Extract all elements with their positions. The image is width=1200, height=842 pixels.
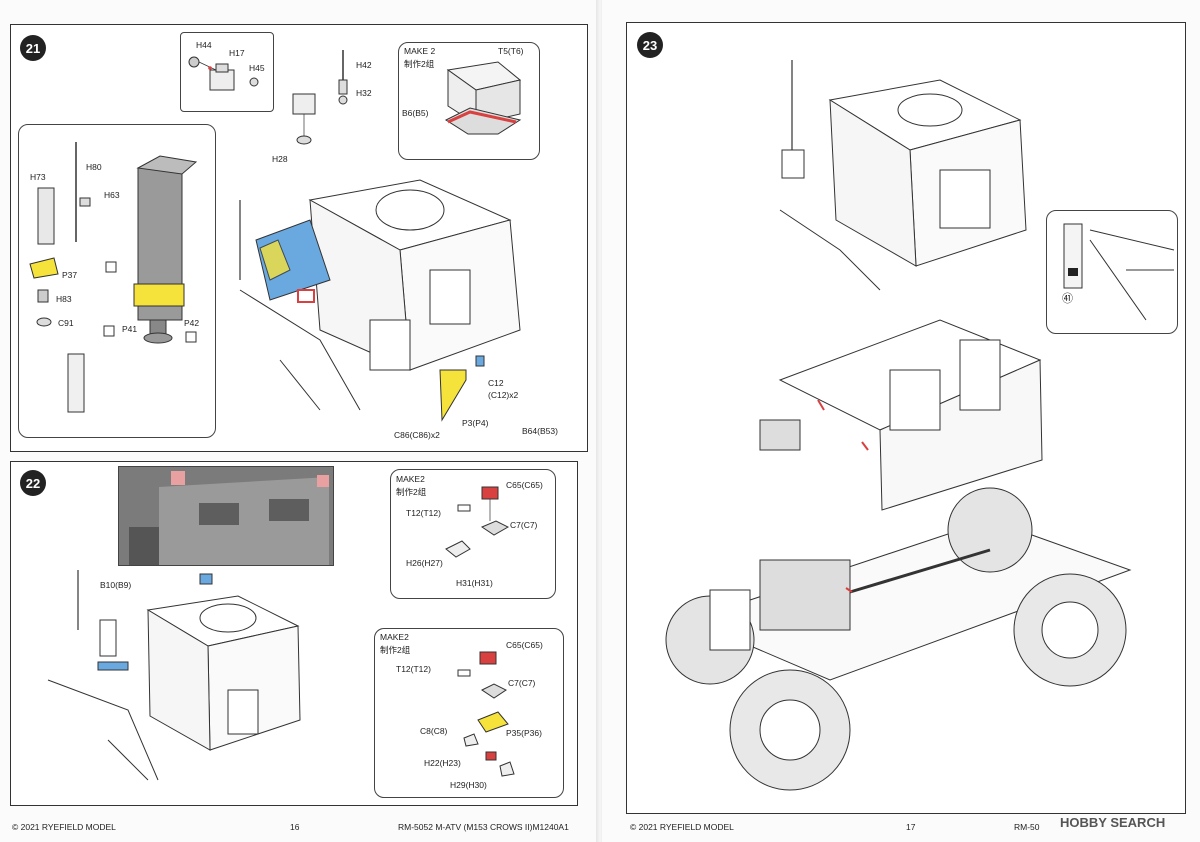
photo-detail — [119, 467, 333, 565]
label-h31: H31(H31) — [456, 578, 493, 588]
label-h42: H42 — [356, 60, 372, 70]
step-22-vehicle-drawing — [47, 570, 301, 781]
make2-label: MAKE 2 — [404, 46, 436, 56]
make2-cn-label: 制作2组 — [404, 59, 435, 69]
label-c86: C86(C86)x2 — [394, 430, 440, 440]
label-p37: P37 — [62, 270, 78, 280]
left-footer-product: RM-5052 M-ATV (M153 CROWS II)M1240A1 — [398, 822, 569, 832]
label-h32: H32 — [356, 88, 372, 98]
hobby-search-watermark: HOBBY SEARCH — [1060, 815, 1166, 830]
make2-b-label: MAKE2 — [380, 632, 409, 642]
step-22-make2-box-a — [390, 469, 556, 599]
label-p41: P41 — [122, 324, 138, 334]
label-h28: H28 — [272, 154, 288, 164]
label-c7-a: C7(C7) — [510, 520, 538, 530]
make2-b-cn-label: 制作2组 — [380, 645, 411, 655]
label-h45: H45 — [249, 63, 265, 73]
label-h73: H73 — [30, 172, 46, 182]
label-h44: H44 — [196, 40, 212, 50]
label-b10: B10(B9) — [100, 580, 132, 590]
label-c7-b: C7(C7) — [508, 678, 536, 688]
step-23-badge: 23 — [637, 32, 663, 58]
step-21-badge: 21 — [20, 35, 46, 61]
label-h26: H26(H27) — [406, 558, 443, 568]
step-23-interior-drawing — [759, 319, 1043, 511]
step-23-cab-drawing — [779, 60, 1027, 291]
label-h83: H83 — [56, 294, 72, 304]
detail-inset-drawing — [1063, 223, 1175, 321]
label-c8: C8(C8) — [420, 726, 448, 736]
label-b6: B6(B5) — [402, 108, 429, 118]
make2-a-cn-label: 制作2组 — [396, 487, 427, 497]
label-p42: P42 — [184, 318, 200, 328]
step-23-chassis-drawing — [665, 487, 1132, 791]
label-c91: C91 — [58, 318, 74, 328]
hatch-parts-drawing — [188, 56, 259, 91]
step-22-badge: 22 — [20, 470, 46, 496]
make2-a-label: MAKE2 — [396, 474, 425, 484]
step-21-mount-inset — [18, 124, 216, 438]
label-t12-b: T12(T12) — [396, 664, 431, 674]
label-t5: T5(T6) — [498, 46, 524, 56]
label-h17: H17 — [229, 48, 245, 58]
label-p35: P35(P36) — [506, 728, 542, 738]
step-22-make2-box-b — [374, 628, 564, 798]
label-c12x2: (C12)x2 — [488, 390, 519, 400]
label-c65-a: C65(C65) — [506, 480, 543, 490]
antenna-parts-drawing — [292, 50, 348, 145]
window-parts-drawing — [444, 61, 522, 135]
make2-b-parts-drawing — [457, 651, 515, 777]
left-footer-page-number: 16 — [290, 822, 300, 832]
callout-41: ㊶ — [1062, 293, 1073, 305]
mount-parts-drawing — [29, 142, 198, 413]
label-p3: P3(P4) — [462, 418, 489, 428]
page-gutter — [596, 0, 604, 842]
step-22-reference-photo — [118, 466, 334, 566]
label-c12: C12 — [488, 378, 504, 388]
label-h63: H63 — [104, 190, 120, 200]
label-t12-a: T12(T12) — [406, 508, 441, 518]
right-footer-page-number: 17 — [906, 822, 916, 832]
label-h22: H22(H23) — [424, 758, 461, 768]
label-b64: B64(B53) — [522, 426, 558, 436]
left-footer-copyright: © 2021 RYEFIELD MODEL — [12, 822, 116, 832]
right-footer-product: RM-50 — [1014, 822, 1040, 832]
make2-a-parts-drawing — [445, 486, 510, 558]
label-c65-b: C65(C65) — [506, 640, 543, 650]
label-h29: H29(H30) — [450, 780, 487, 790]
right-footer-copyright: © 2021 RYEFIELD MODEL — [630, 822, 734, 832]
label-h80: H80 — [86, 162, 102, 172]
step-21-vehicle-drawing — [239, 179, 521, 422]
